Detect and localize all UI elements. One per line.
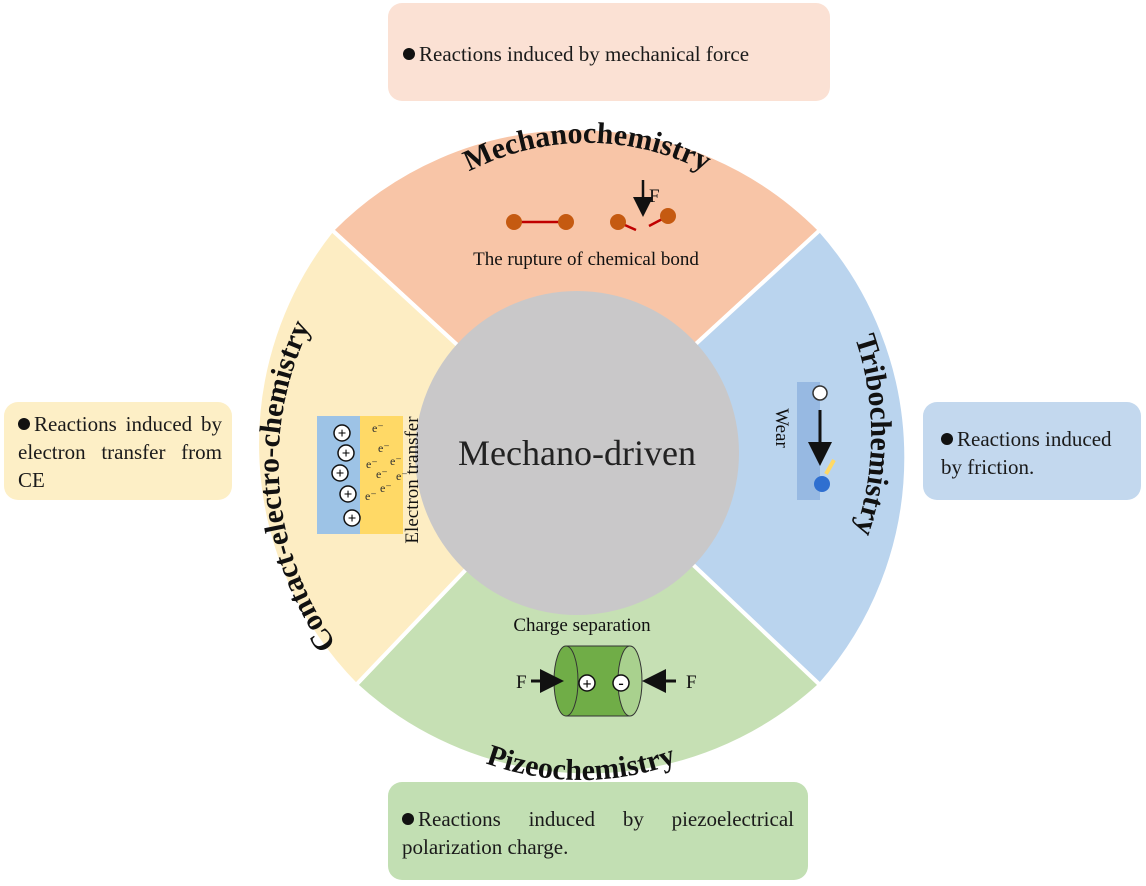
positive-charge-icon [343,509,361,527]
electron-mark: e⁻ [376,467,388,481]
electron-mark: e⁻ [378,441,390,455]
bullet-icon [941,433,953,445]
force-left-label: F [516,672,527,693]
positive-charge-icon [333,424,351,442]
svg-text:+: + [582,676,591,693]
pizeochemistry-sector [353,451,823,778]
bullet-icon [403,48,415,60]
positive-charge-sign: + [348,511,357,527]
wear-label: Wear [771,408,792,448]
electron-mark: e⁻ [372,421,384,435]
electron-transfer-label: Electron transfer [402,416,423,544]
positive-charge-icon [339,485,357,503]
force-label: F [649,186,660,207]
charge-layer-icon: +++++ e⁻e⁻e⁻e⁻e⁻e⁻e⁻e⁻ [317,416,408,534]
chemical-bond-icon [506,214,574,230]
broken-bond-icon: F [610,180,676,232]
force-right-label: F [686,672,697,693]
wear-icon [797,382,836,500]
electron-mark: e⁻ [365,489,377,503]
electron-mark: e⁻ [366,457,378,471]
electron-mark: e⁻ [396,469,408,483]
positive-charge-icon [331,464,349,482]
positive-charge-sign: + [336,466,345,482]
mechanochemistry-description-box: Reactions induced by mechanical force [388,3,830,101]
bullet-icon [402,813,414,825]
contact-electro-description-box: Reactions induced by electron transfer f… [4,402,232,500]
mechanochemistry-description: Reactions induced by mechanical force [419,42,750,66]
electron-mark: e⁻ [390,454,402,468]
bullet-icon [18,418,30,430]
contact-electro-description: Reactions induced by electron transfer f… [18,412,222,492]
tribochemistry-sector [573,227,909,688]
positive-charge-icon [337,444,355,462]
positive-charge-sign: + [338,426,347,442]
pizeochemistry-caption: Charge separation [513,615,651,636]
positive-charge-sign: + [344,487,353,503]
tribochemistry-description: Reactions induced by friction. [941,427,1112,479]
piezo-cylinder-icon: + - [531,645,676,717]
pizeochemistry-description: Reactions induced by piezoelectrical pol… [402,807,794,859]
mechanochemistry-caption: The rupture of chemical bond [473,249,699,270]
electron-mark: e⁻ [380,481,392,495]
center-label: Mechano-driven [458,433,696,473]
center-circle [415,291,739,615]
positive-charge-sign: + [342,446,351,462]
svg-text:-: - [618,675,623,692]
tribochemistry-description-box: Reactions induced by friction. [923,402,1141,500]
pizeochemistry-description-box: Reactions induced by piezoelectrical pol… [388,782,808,880]
